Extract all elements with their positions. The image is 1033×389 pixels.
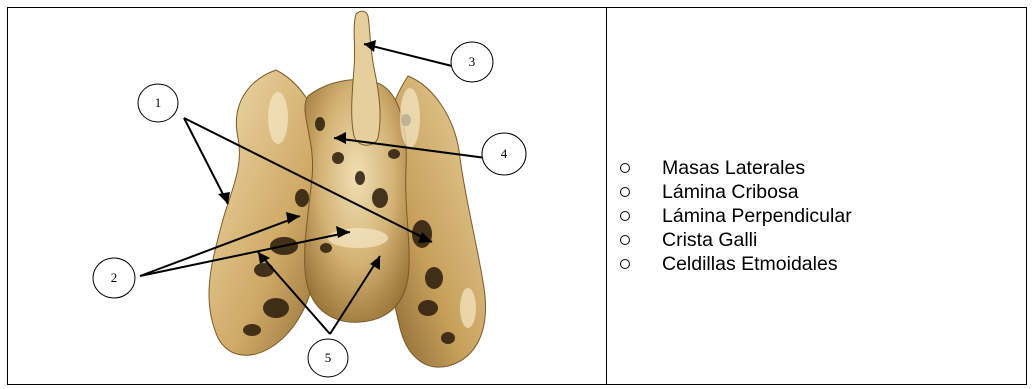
callout-2-label: 2 [111, 270, 118, 285]
circle-bullet-icon [620, 163, 630, 173]
ethmoid-bone-figure: 1 2 3 4 5 [8, 8, 606, 384]
circle-bullet-icon [620, 187, 630, 197]
column-divider [606, 8, 607, 384]
circle-bullet-icon [620, 235, 630, 245]
legend-item-label: Celdillas Etmoidales [662, 253, 838, 276]
callout-3-label: 3 [469, 54, 476, 69]
circle-bullet-icon [620, 211, 630, 221]
ethmoid-bone-illustration: 1 2 3 4 5 [8, 8, 606, 384]
callout-3: 3 [451, 42, 493, 82]
callout-2: 2 [93, 258, 135, 298]
callout-5-label: 5 [325, 350, 332, 365]
callout-4: 4 [482, 133, 526, 175]
callout-5: 5 [308, 339, 348, 377]
callout-4-label: 4 [501, 146, 508, 161]
legend-item: Lámina Perpendicular [620, 204, 852, 228]
diagram-frame: 1 2 3 4 5 Masas Laterales Lámina Cribosa [7, 7, 1027, 385]
legend-item: Masas Laterales [620, 156, 852, 180]
crista-galli [352, 11, 380, 145]
legend-item-label: Lámina Perpendicular [662, 205, 852, 228]
legend-item-label: Crista Galli [662, 229, 757, 252]
parts-legend: Masas Laterales Lámina Cribosa Lámina Pe… [620, 156, 852, 276]
callout-1-label: 1 [155, 95, 162, 110]
legend-item: Crista Galli [620, 228, 852, 252]
legend-item: Lámina Cribosa [620, 180, 852, 204]
legend-item: Celdillas Etmoidales [620, 252, 852, 276]
circle-bullet-icon [620, 259, 630, 269]
legend-item-label: Masas Laterales [662, 157, 805, 180]
legend-item-label: Lámina Cribosa [662, 181, 799, 204]
callout-1: 1 [138, 84, 178, 122]
